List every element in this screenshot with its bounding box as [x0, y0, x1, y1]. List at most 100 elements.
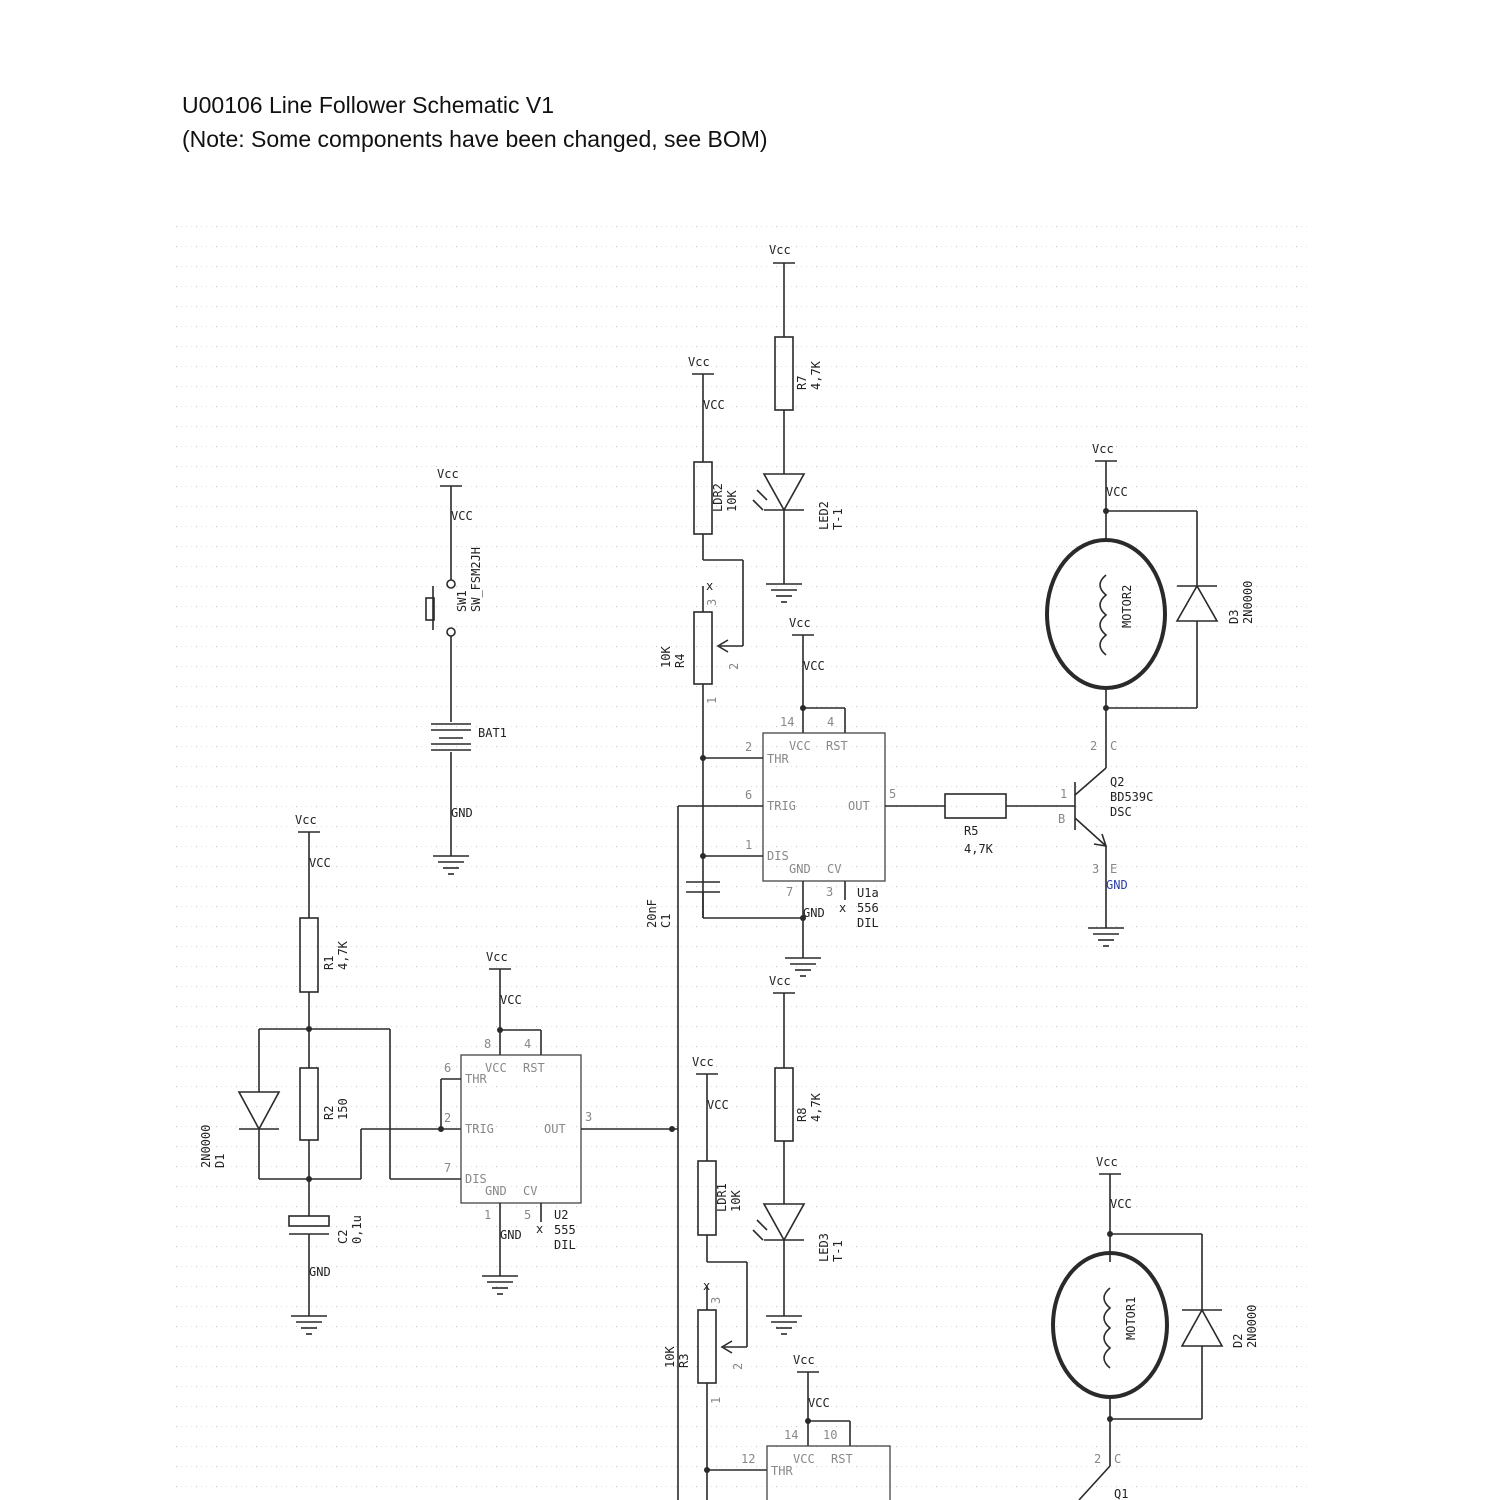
vcc-label: Vcc — [769, 974, 791, 988]
vcc-net-label: VCC — [451, 509, 473, 523]
u2-nc-mark: x — [536, 1222, 543, 1236]
q1-pin: 2 — [1094, 1452, 1101, 1466]
r7-ref: R7 — [795, 376, 809, 390]
u1b-thr: THR — [771, 1464, 793, 1478]
driver-motor1: Vcc VCC MOTOR1 D2 2N0000 2 C Q1 — [1051, 1155, 1259, 1500]
vcc-label: Vcc — [295, 813, 317, 827]
q2-pin: 3 — [1092, 862, 1099, 876]
c1-value: 20nF — [645, 899, 659, 928]
u1a-pin: 6 — [745, 788, 752, 802]
r3-ref: R3 — [677, 1354, 691, 1368]
page-title: U00106 Line Follower Schematic V1 — [182, 92, 555, 118]
u2-pin: 5 — [524, 1208, 531, 1222]
r4-nc-mark: x — [706, 579, 713, 593]
r1-ref: R1 — [322, 956, 336, 970]
d3-value: 2N0000 — [1241, 581, 1255, 624]
d2-value: 2N0000 — [1245, 1305, 1259, 1348]
transistor-q1 — [1078, 1465, 1111, 1500]
vcc-net-label: VCC — [500, 993, 522, 1007]
oscillator-u2: Vcc VCC R1 4,7K R2 150 2N0000 D1 — [199, 806, 679, 1500]
u1a-ref: U1a — [857, 886, 879, 900]
u1a-pin: 5 — [889, 787, 896, 801]
led3-ref: LED3 — [817, 1233, 831, 1262]
sensor-right: Vcc VCC LDR2 10K x 10K R4 3 2 1 Vcc R7 4… — [659, 243, 845, 918]
d1-ref: D1 — [213, 1154, 227, 1168]
vcc-net-label: VCC — [803, 659, 825, 673]
r4-pin: 2 — [727, 663, 741, 670]
switch-contact — [446, 579, 456, 589]
u2-pin: 6 — [444, 1061, 451, 1075]
r3-pin: 2 — [731, 1363, 745, 1370]
q2-terminal: C — [1110, 739, 1117, 753]
u1a-pin: 14 — [780, 715, 794, 729]
d1-value: 2N0000 — [199, 1125, 213, 1168]
vcc-net-label: VCC — [1106, 485, 1128, 499]
u1a-pkg: DIL — [857, 916, 879, 930]
r4-value: 10K — [659, 646, 673, 668]
u2-dis: DIS — [465, 1172, 487, 1186]
u2-value: 555 — [554, 1223, 576, 1237]
u1a-pin: 7 — [786, 885, 793, 899]
u1b-pin: 14 — [784, 1428, 798, 1442]
u2-pin: 4 — [524, 1037, 531, 1051]
u2-pin: 3 — [585, 1110, 592, 1124]
ldr2-value: 10K — [725, 490, 739, 512]
u1a-rst: RST — [826, 739, 848, 753]
u2-pkg: DIL — [554, 1238, 576, 1252]
u1a-pin: 3 — [826, 885, 833, 899]
motor1-ref: MOTOR1 — [1124, 1297, 1138, 1340]
q2-pin: 1 — [1060, 787, 1067, 801]
vcc-label: Vcc — [789, 616, 811, 630]
u1a-vcc: VCC — [789, 739, 811, 753]
u2-pin: 1 — [484, 1208, 491, 1222]
ic-u1b: Vcc VCC 14 10 VCC RST THR 12 — [741, 1353, 891, 1500]
u2-rst: RST — [523, 1061, 545, 1075]
r8-value: 4,7K — [809, 1092, 823, 1122]
u2-out: OUT — [544, 1122, 566, 1136]
r4-pin: 3 — [705, 599, 719, 606]
driver-motor2: R5 4,7K 1 B 2 C Q2 BD539C DSC 3 E GND Vc… — [944, 442, 1255, 947]
ldr2-ref: LDR2 — [711, 483, 725, 512]
bat1-ref: BAT1 — [478, 726, 507, 740]
r2-ref: R2 — [322, 1106, 336, 1120]
u1a-value: 556 — [857, 901, 879, 915]
u1b-rst: RST — [831, 1452, 853, 1466]
r3-pin: 3 — [709, 1297, 723, 1304]
u1b-pin: 12 — [741, 1452, 755, 1466]
r4-ref: R4 — [673, 654, 687, 668]
vcc-label: Vcc — [1092, 442, 1114, 456]
u2-gnd: GND — [485, 1184, 507, 1198]
u2-thr: THR — [465, 1072, 487, 1086]
u2-pin: 7 — [444, 1161, 451, 1175]
r8-ref: R8 — [795, 1108, 809, 1122]
q2-pkg: DSC — [1110, 805, 1132, 819]
gnd-net-label: GND — [1106, 878, 1128, 892]
u1a-dis: DIS — [767, 849, 789, 863]
ldr1-value: 10K — [729, 1190, 743, 1212]
u2-pin: 8 — [484, 1037, 491, 1051]
vcc-label: Vcc — [793, 1353, 815, 1367]
vcc-net-label: VCC — [309, 856, 331, 870]
u1a-trig: TRIG — [767, 799, 796, 813]
vcc-label: Vcc — [1096, 1155, 1118, 1169]
d3-ref: D3 — [1227, 610, 1241, 624]
u1a-pin: 2 — [745, 740, 752, 754]
vcc-net-label: VCC — [1110, 1197, 1132, 1211]
r1-value: 4,7K — [336, 940, 350, 970]
ic-u1a: Vcc VCC 14 4 VCC RST THR TRIG OUT DIS GN… — [645, 616, 945, 977]
u2-trig: TRIG — [465, 1122, 494, 1136]
c2-ref: C2 — [336, 1230, 350, 1244]
vcc-label: Vcc — [437, 467, 459, 481]
led3 — [762, 1203, 806, 1242]
led2 — [762, 473, 806, 512]
vcc-net-label: VCC — [703, 398, 725, 412]
r5-value: 4,7K — [964, 842, 994, 856]
d2-ref: D2 — [1231, 1334, 1245, 1348]
vcc-net-label: VCC — [707, 1098, 729, 1112]
grid-background — [176, 226, 1311, 1500]
u1a-pin: 1 — [745, 838, 752, 852]
q2-terminal: B — [1058, 812, 1065, 826]
u2-cv: CV — [523, 1184, 537, 1198]
q2-value: BD539C — [1110, 790, 1153, 804]
r2-value: 150 — [336, 1098, 350, 1120]
